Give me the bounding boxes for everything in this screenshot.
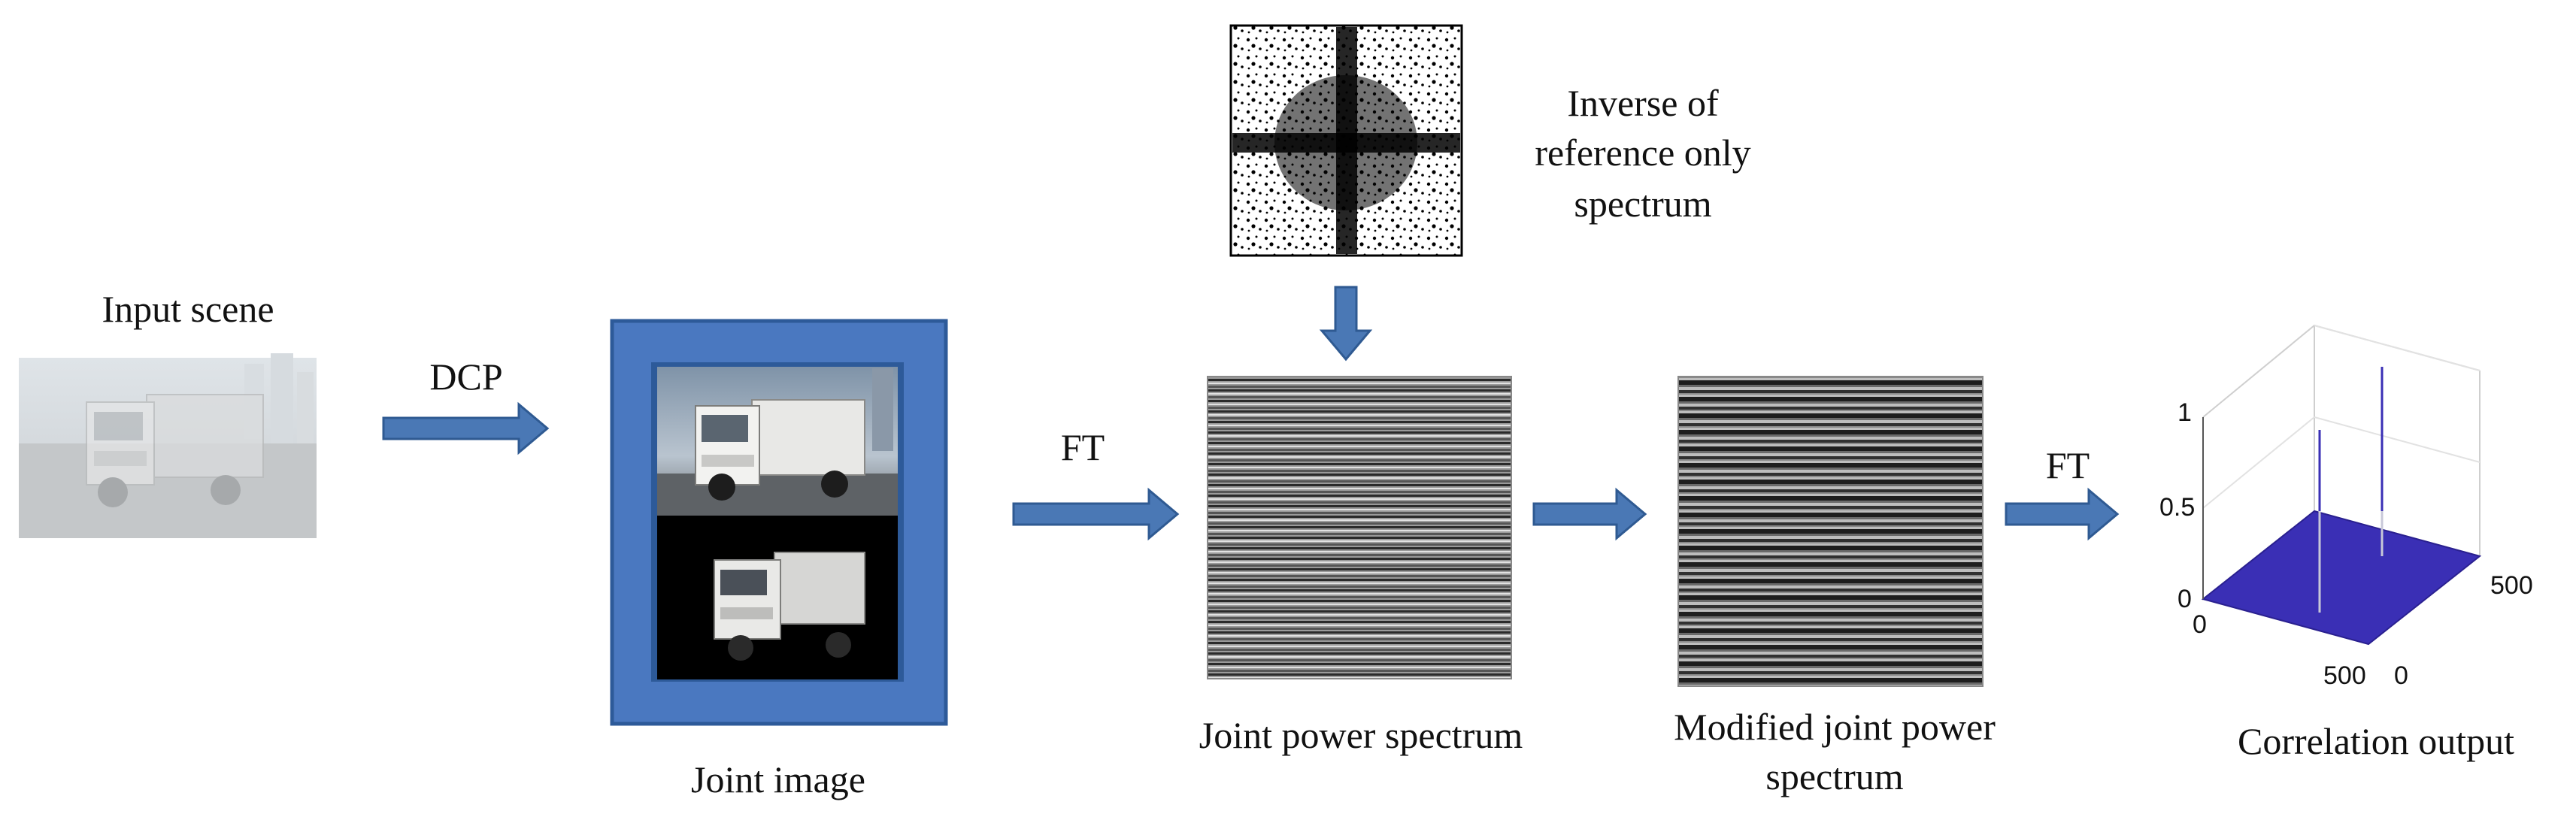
gridline <box>2314 416 2481 463</box>
arrow-ft-1 <box>1012 487 1180 541</box>
arrow-ft-2 <box>2005 487 2120 541</box>
z-tick-1: 1 <box>2177 398 2192 427</box>
joint-power-spectrum-image <box>1207 376 1512 679</box>
z-tick-05: 0.5 <box>2159 493 2196 522</box>
inverse-label-line3: spectrum <box>1574 183 1712 225</box>
inverse-label-line2: reference only <box>1535 132 1751 174</box>
gridline <box>2314 325 2481 371</box>
modified-label-line1: Modified joint power <box>1674 706 1996 748</box>
joint-image-frame <box>610 319 948 726</box>
gridline <box>2202 416 2315 509</box>
joint-image-truck-bottom <box>714 552 865 661</box>
x-tick-500: 500 <box>2323 661 2366 690</box>
ft-label-1: FT <box>1060 426 1105 468</box>
x-tick-0: 0 <box>2193 610 2207 639</box>
ft-label-2: FT <box>2045 444 2090 486</box>
arrow-dcp <box>382 401 550 455</box>
input-scene-label: Input scene <box>102 288 274 330</box>
z-tick-0: 0 <box>2177 585 2192 613</box>
modified-joint-power-spectrum-image <box>1677 376 1984 687</box>
inverse-spectrum-image <box>1229 24 1463 257</box>
joint-image-label: Joint image <box>691 758 865 800</box>
plot-surface <box>2201 510 2482 646</box>
dcp-label: DCP <box>429 356 503 398</box>
joint-power-spectrum-label: Joint power spectrum <box>1199 714 1523 756</box>
arrow-down <box>1319 286 1373 362</box>
input-scene-image <box>19 353 317 538</box>
y-tick-500: 500 <box>2490 571 2533 600</box>
hazy-truck <box>86 394 264 507</box>
inverse-label-line1: Inverse of <box>1567 82 1719 124</box>
correlation-output-label: Correlation output <box>2238 720 2514 762</box>
y-tick-0: 0 <box>2394 661 2408 690</box>
modified-label-line2: spectrum <box>1765 755 1904 797</box>
joint-image-truck-top <box>695 399 865 501</box>
correlation-3d-plot <box>2201 324 2482 646</box>
arrow-modify <box>1532 487 1647 541</box>
plot-box-top <box>2202 324 2481 418</box>
